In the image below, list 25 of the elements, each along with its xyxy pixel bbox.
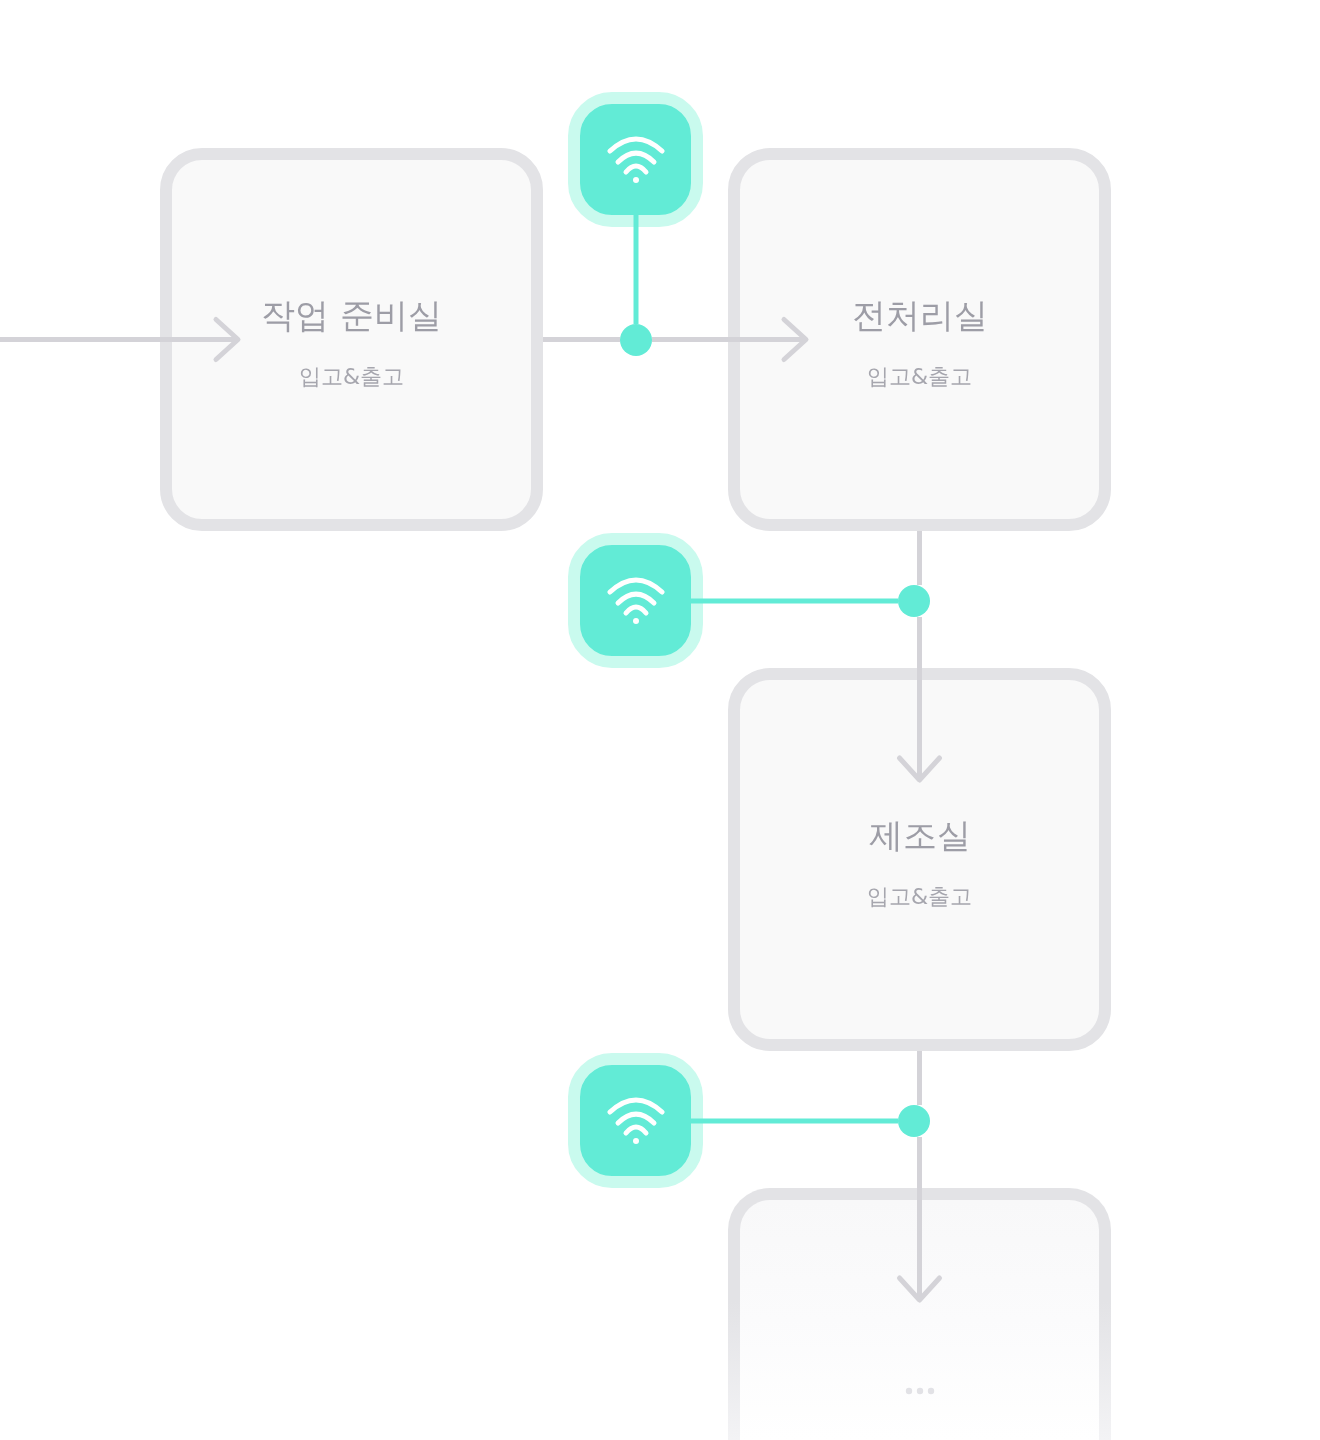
connector-line [543,337,620,342]
arrow [897,1137,942,1303]
connector-line [633,215,639,324]
wifi-tile [568,533,703,668]
room-name: 전처리실 [851,295,988,335]
room-box [728,668,1111,1051]
arrow [0,317,241,362]
room-box [160,148,543,531]
room-note: 입고&출고 [298,363,405,391]
room-name: 제조실 [868,815,971,855]
junction-dot [898,585,930,617]
wifi-tile [568,1053,703,1188]
connector-line [691,598,898,604]
arrow [897,617,942,783]
room-note: 입고&출고 [866,883,973,911]
arrow [652,317,809,362]
room-box [728,148,1111,531]
connector-line [917,531,922,585]
connector-line [917,1051,922,1105]
room-name: 작업 준비실 [261,295,442,335]
junction-dot [620,324,652,356]
connector-line [691,1118,898,1124]
wifi-tile [568,92,703,227]
room-note: 입고&출고 [866,363,973,391]
junction-dot [898,1105,930,1137]
